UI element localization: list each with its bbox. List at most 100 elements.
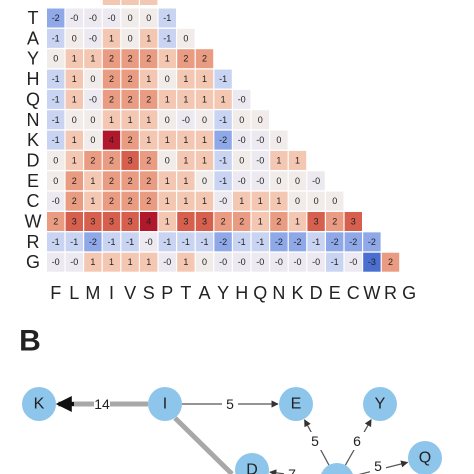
heatmap-cell-value: 1 [183,94,188,104]
col-label-I: I [109,283,114,303]
heatmap-cell-value: -0 [89,94,97,104]
node-label: D [246,462,258,474]
heatmap-cell-value: 2 [146,54,151,64]
heatmap-cell-value: -0 [293,257,301,267]
heatmap-cell [214,171,232,191]
heatmap-cell-value: 1 [258,217,263,227]
node-hub [321,463,353,474]
node-circle [279,387,313,421]
edge-weight-label: 7 [288,466,296,474]
heatmap-cell-value: 1 [109,257,114,267]
heatmap-cell [288,232,307,252]
row-label-C: C [27,191,40,211]
row-label-R: R [27,232,40,252]
edge-hub-D: 7 [269,465,300,474]
heatmap-cell-value: -0 [238,94,246,104]
heatmap-cell-value: 1 [146,74,151,84]
heatmap-cell [102,252,121,272]
heatmap-cell [102,89,121,109]
heatmap-cell-value: -1 [52,74,60,84]
heatmap-cell [121,191,139,211]
heatmap-cell-value: -0 [312,176,320,186]
heatmap-cell [288,252,307,272]
heatmap-cell-value: 1 [109,33,114,43]
heatmap-cell-value: 4 [109,135,114,145]
heatmap-cell-value: 3 [90,217,95,227]
heatmap-cell-value: 0 [128,13,133,23]
heatmap-cell [270,191,288,211]
heatmap-cell-value: -0 [219,257,227,267]
heatmap-cell-value: -0 [89,13,97,23]
heatmap-cell-value: 0 [146,13,151,23]
heatmap-cell-value: 1 [128,0,133,1]
heatmap-cell [158,212,176,231]
heatmap-cell-value: 2 [109,196,114,206]
heatmap-cell-value: 2 [109,176,114,186]
row-label-W: W [25,212,42,232]
heatmap-cell-value: 0 [53,54,58,64]
heatmap-cell [140,69,158,89]
heatmap-cell [102,69,121,89]
heatmap-cell-value: -1 [163,13,171,23]
heatmap-cell-value: -1 [70,237,78,247]
heatmap-cell [158,130,176,150]
heatmap-cell-value: 1 [221,94,226,104]
heatmap-cell-value: 4 [146,217,151,227]
heatmap-cell [214,150,232,170]
node-label: Q [419,450,431,467]
heatmap-cell [47,8,65,28]
heatmap-cell [121,0,139,5]
heatmap-cell-value: -1 [52,237,60,247]
heatmap-cell [140,110,158,130]
heatmap-cell [270,150,288,170]
heatmap-cell-value: -0 [238,257,246,267]
heatmap-cell-value: 1 [109,115,114,125]
edge-hub-E: 5 [304,419,330,466]
col-label-G: G [402,283,416,303]
heatmap-cell-value: 1 [90,176,95,186]
heatmap-cell [177,232,195,252]
edge-I-E: 5 [182,395,279,413]
node-circle [363,387,397,421]
heatmap-cell [47,89,65,109]
heatmap-cell-value: 1 [90,196,95,206]
heatmap-cell [47,171,65,191]
node-K: K [22,387,56,421]
heatmap-cell-value: -1 [312,237,320,247]
heatmap-cell-value: 1 [146,33,151,43]
heatmap-cell [195,110,214,130]
row-label-Y: Y [27,49,39,69]
heatmap-cell [344,212,362,231]
heatmap-cell-value: -2 [293,237,301,247]
heatmap-cell [121,89,139,109]
heatmap-cell-value: -0 [163,257,171,267]
heatmap-cell-value: -0 [107,13,115,23]
col-label-Q: Q [253,283,267,303]
col-label-T: T [180,283,191,303]
heatmap-cell [251,212,269,231]
heatmap-cell [214,89,232,109]
heatmap-cell [233,130,251,150]
heatmap-cell [195,69,214,89]
heatmap-cell-value: 1 [183,176,188,186]
heatmap-cell-value: 0 [332,196,337,206]
heatmap-cell-value: 3 [109,217,114,227]
heatmap-cell [121,8,139,28]
heatmap-cell [47,150,65,170]
heatmap-cell [233,110,251,130]
edge-weight-label: 5 [226,396,234,412]
heatmap-cell [288,212,307,231]
heatmap-cell-value: 2 [128,176,133,186]
heatmap-cell-value: 0 [90,135,95,145]
row-label-T: T [28,8,39,28]
heatmap-cell-value: 1 [165,54,170,64]
heatmap-cell-value: -1 [52,115,60,125]
heatmap-cell-value: 1 [183,155,188,165]
heatmap-cell-value: 1 [258,196,263,206]
edge-hub-Y: 6 [344,419,372,466]
heatmap-cell-value: -2 [368,237,376,247]
heatmap-cell-value: -1 [331,257,339,267]
